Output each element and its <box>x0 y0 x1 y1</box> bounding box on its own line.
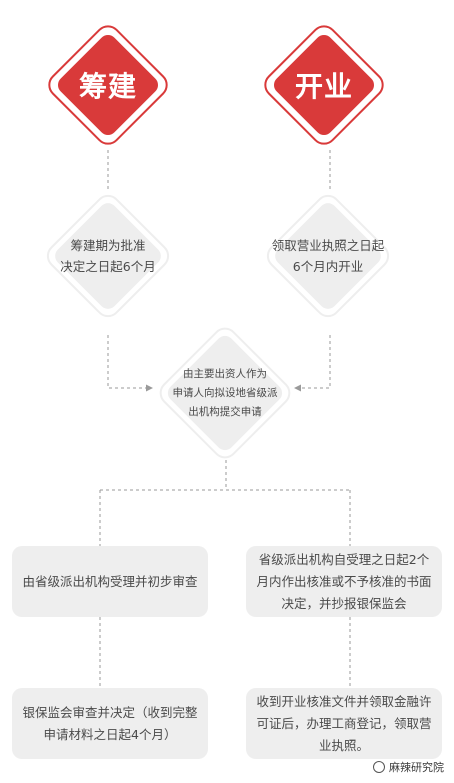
open-phase-label: 开业 <box>294 70 353 103</box>
prep-phase-label: 筹建 <box>78 70 137 103</box>
step-cbirc-decision-text: 银保监会审查并决定（收到完整 申请材料之日起4个月） <box>22 704 198 742</box>
step-provincial-decision: 省级派出机构自受理之日起2个 月内作出核准或不予核准的书面 决定，并抄报银保监会 <box>246 546 442 617</box>
prep-deadline-diamond <box>46 194 170 318</box>
connector-prep-to-application <box>107 335 147 389</box>
watermark: 麻辣研究院 <box>373 759 444 775</box>
application-text: 由主要出资人作为 申请人向拟设地省级派 出机构提交申请 <box>172 367 278 418</box>
arrow-to-application-left <box>146 384 153 392</box>
step-provincial-decision-text: 省级派出机构自受理之日起2个 月内作出核准或不予核准的书面 决定，并抄报银保监会 <box>256 551 432 611</box>
step-initial-review-text: 由省级派出机构受理并初步审查 <box>22 573 198 589</box>
open-phase-diamond <box>264 25 384 145</box>
application-diamond <box>159 327 291 459</box>
step-registration: 收到开业核准文件并领取金融许 可证后，办理工商登记，领取营 业执照。 <box>246 688 442 759</box>
step-initial-review: 由省级派出机构受理并初步审查 <box>12 546 208 617</box>
open-deadline-diamond <box>266 194 390 318</box>
prep-deadline-text: 筹建期为批准 决定之日起6个月 <box>60 238 156 274</box>
arrow-to-application-right <box>294 384 301 392</box>
wechat-icon <box>373 761 385 773</box>
prep-phase-diamond <box>48 25 168 145</box>
watermark-text: 麻辣研究院 <box>389 761 444 774</box>
step-registration-text: 收到开业核准文件并领取金融许 可证后，办理工商登记，领取营 业执照。 <box>256 693 432 753</box>
step-cbirc-decision: 银保监会审查并决定（收到完整 申请材料之日起4个月） <box>12 688 208 759</box>
open-deadline-text: 领取营业执照之日起 6个月内开业 <box>271 238 385 274</box>
connector-open-to-application <box>300 335 331 389</box>
